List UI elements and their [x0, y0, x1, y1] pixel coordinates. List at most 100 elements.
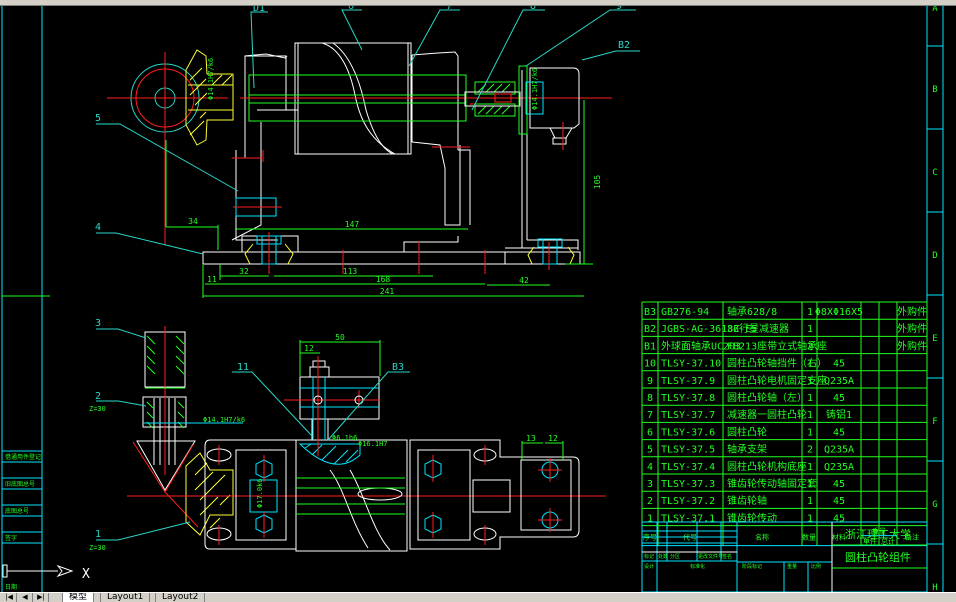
tab-layout1[interactable]: Layout1 [100, 593, 151, 602]
fit-annotation: Φ6.1h6 [332, 434, 357, 442]
callout-5: 5 [95, 113, 101, 124]
table-cell-code: TLSY-37.1 [661, 513, 715, 524]
table-cell-no: 1 [647, 513, 653, 524]
top-view-callouts: D1 6 7 8 9 B2 5 4 [95, 6, 630, 233]
table-cell-qty: 1 [807, 427, 813, 438]
table-cell-code: TLSY-37.6 [661, 427, 715, 438]
gear-note: Z=30 [89, 544, 106, 552]
table-cell-material: 45 [833, 427, 845, 438]
fit-annotation: Φ14.1H7/k6 [531, 68, 539, 110]
table-cell-code: GB276-94 [661, 307, 709, 318]
bottom-view[interactable]: Φ17.0k6 [89, 318, 606, 552]
title-block-label: 分区 [670, 553, 680, 560]
zone-label-b: B [932, 85, 937, 95]
bottom-view-callouts: 3 2 1 11 B3 [95, 318, 404, 540]
last-tab-button[interactable]: ▶| [34, 593, 49, 602]
registry-label: 旧底图总号 [5, 480, 35, 488]
bottom-view-leaders [96, 328, 313, 541]
table-cell-name: 圆柱凸轮电机固定支座 [727, 374, 827, 387]
title-block-label: 重量 [787, 563, 797, 570]
table-cell-code: TLSY-37.5 [661, 445, 715, 456]
tab-model[interactable]: 模型 [62, 593, 95, 602]
dim-105: 105 [593, 175, 602, 190]
table-cell-no: 3 [647, 479, 653, 490]
table-cell-material: Φ8XΦ16X5 [815, 307, 863, 318]
first-tab-button[interactable]: |◀ [2, 593, 17, 602]
table-cell-no: 10 [644, 359, 656, 370]
fit-annotations: Φ14.1H7/k6 Φ6.1h6 Φ16.1H7 [203, 416, 388, 448]
zone-label-h: H [932, 583, 937, 592]
table-cell-qty: 1 [807, 393, 813, 404]
table-cell-no: 6 [647, 427, 653, 438]
bottom-view-dimension-text: 50 12 13 12 [304, 333, 558, 443]
prev-tab-button[interactable]: ◀ [18, 593, 33, 602]
table-cell-code: TLSY-37.10 [661, 359, 721, 370]
table-cell-qty: 1 [807, 359, 813, 370]
sleeve-hatch [146, 335, 185, 429]
dim-168: 168 [376, 275, 391, 284]
center-marks [232, 103, 550, 274]
registry-label: 底图总号 [5, 507, 29, 515]
ucs-icon: X [2, 564, 90, 582]
callout-11: 11 [237, 362, 249, 373]
table-cell-qty: 1 [807, 307, 813, 318]
table-cell-material: 45 [833, 393, 845, 404]
top-view[interactable]: Φ14.1H7/k6 [95, 6, 640, 298]
table-header-unit_weight: 单件 [863, 537, 877, 546]
tab-layout2[interactable]: Layout2 [155, 593, 206, 602]
title-block-label: 比例 [811, 563, 821, 570]
table-cell-qty: 1 [807, 513, 813, 524]
dim-34: 34 [188, 217, 198, 226]
title-block-label: 标记 [644, 553, 654, 560]
callout-4: 4 [95, 222, 101, 233]
ucs-x-label: X [82, 567, 90, 582]
zone-label-c: C [932, 168, 937, 178]
table-cell-code: 外球面轴承UC203 [661, 339, 741, 352]
callout-6: 6 [348, 6, 354, 12]
top-view-leaders [96, 9, 640, 255]
table-cell-name: 圆柱凸轮机构底座 [727, 460, 807, 473]
drawing-title: 圆柱凸轮组件 [845, 550, 911, 564]
zone-label-g: G [932, 500, 937, 510]
table-header-total_weight: 总计 [881, 537, 895, 546]
zone-label-a: A [932, 6, 938, 14]
title-block: 浙江理工大学 圆柱凸轮组件 标记 处数 分区 更改文件号 签名 设计 标准化 阶… [641, 521, 928, 592]
table-cell-qty: 2 [807, 445, 813, 456]
gear-tooth-notes: Z=30 Z=30 [89, 405, 106, 552]
right-housing-center-lines [218, 445, 562, 545]
cad-drawing[interactable]: A B C D E F G H 借通用件登记 旧底图总号 底图总号 签字 日期 [0, 6, 956, 592]
table-cell-material: 铸铝1 [826, 408, 852, 421]
pin-hole [313, 395, 323, 405]
table-cell-qty: 1 [807, 496, 813, 507]
callout-2: 2 [95, 391, 101, 402]
callout-9: 9 [616, 6, 622, 12]
table-cell-code: TLSY-37.7 [661, 410, 715, 421]
table-cell-no: B3 [644, 307, 656, 318]
table-cell-code: TLSY-37.4 [661, 462, 715, 473]
drawing-canvas[interactable]: A B C D E F G H 借通用件登记 旧底图总号 底图总号 签字 日期 [0, 6, 956, 592]
left-bearing-block [231, 53, 298, 241]
table-cell-no: 8 [647, 393, 653, 404]
bevel-gear-end-view [107, 52, 228, 245]
dim-32: 32 [239, 267, 249, 276]
callout-1: 1 [95, 529, 101, 540]
table-header-material: 材料 [832, 533, 846, 542]
table-cell-code: JGBS-AG-3618Z-E5 [661, 324, 757, 335]
fit-annotation: Φ14.1H7/k6 [207, 58, 215, 100]
table-cell-note: 外购件 [897, 339, 927, 352]
table-cell-name: 轴承支架 [727, 443, 767, 456]
title-block-label: 签名 [722, 553, 732, 560]
dim-12b: 12 [548, 434, 558, 443]
bottom-view-dimensions [299, 340, 564, 460]
table-cell-qty: 2 [807, 341, 813, 352]
table-cell-no: 9 [647, 376, 653, 387]
